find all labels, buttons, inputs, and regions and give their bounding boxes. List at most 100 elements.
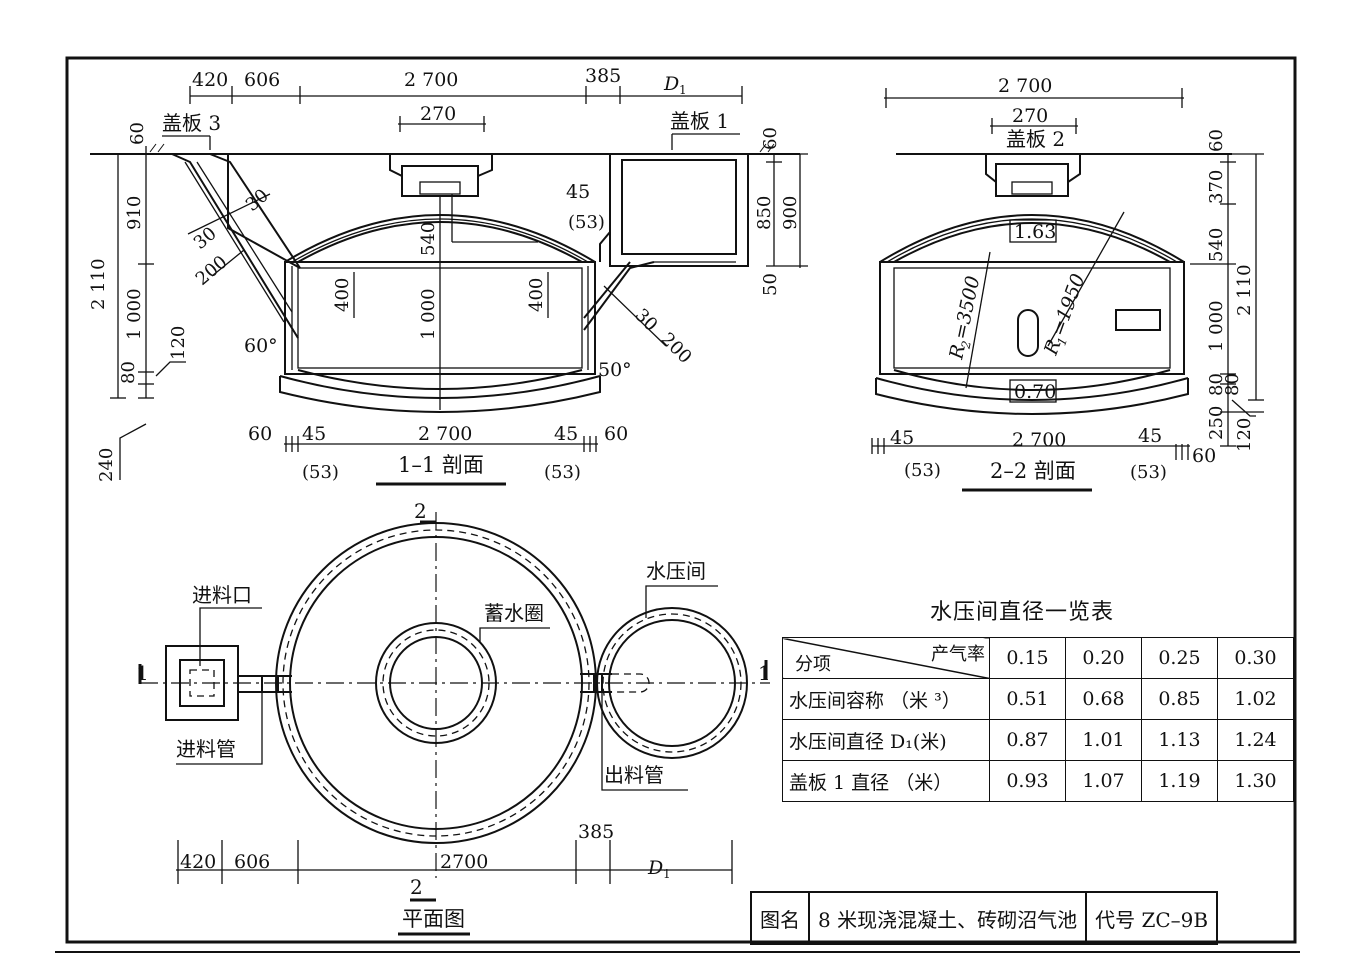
cover-3-label: 盖板 3 (162, 111, 221, 135)
s11-inner-540: 540 (418, 222, 439, 256)
plan-dim-606: 606 (234, 851, 270, 873)
s22-box-070: 0.70 (1014, 381, 1056, 403)
s11-left-80: 80 (118, 361, 139, 384)
s11-left-1000: 1 000 (124, 288, 145, 340)
s22-radius-r2: R 2 =3500 (945, 274, 984, 362)
table-cell: 1.07 (1065, 760, 1142, 802)
col-header: 0.30 (1217, 637, 1294, 679)
row-label: 盖板 1 直径 （米） (782, 760, 990, 802)
s22-r1-val: =1950 (1047, 271, 1090, 339)
s11-bot-45b: 45 (554, 423, 578, 445)
title-code-cell: 代号 ZC–9B (1085, 891, 1219, 945)
s22-bot-45b: 45 (1138, 425, 1162, 447)
table-row: 盖板 1 直径 （米） 0.93 1.07 1.19 1.30 (782, 760, 1294, 802)
s11-inner-45: 45 (566, 181, 590, 203)
table-title: 水压间直径一览表 (930, 600, 1115, 625)
s11-bot-60b: 60 (604, 423, 628, 445)
plan-dim-d: D (647, 857, 663, 879)
plan-dim-d-sub: 1 (663, 867, 671, 881)
table-corner-cell: 产气率 分项 (782, 637, 990, 679)
table-cell: 1.01 (1065, 719, 1142, 761)
s11-bot-60a: 60 (248, 423, 272, 445)
s11-angle-50: 50° (598, 359, 632, 381)
label-outlet-pipe: 出料管 (604, 763, 664, 787)
table-cell: 0.51 (989, 678, 1066, 720)
plan-mark-1-left: 1 (136, 661, 149, 685)
corner-top-label: 产气率 (931, 644, 985, 665)
s22-right-250: 250 (1206, 406, 1227, 440)
s11-dim-2700: 2 700 (404, 69, 458, 91)
title-block: 图名 8 米现浇混凝土、砖砌沼气池 代号 ZC–9B (750, 891, 1219, 945)
s22-right-60: 60 (1206, 129, 1227, 152)
cover-2-label: 盖板 2 (1006, 127, 1065, 151)
s22-right-1000: 1 000 (1206, 300, 1227, 352)
table-cell: 1.24 (1217, 719, 1294, 761)
s11-dim-420: 420 (192, 69, 228, 91)
title-name-label: 图名 (750, 891, 810, 945)
s11-inner-30b: 30 (190, 223, 221, 254)
s22-bot-2700: 2 700 (1012, 429, 1066, 451)
label-water-ring: 蓄水圈 (484, 601, 544, 625)
s11-dim-d: D (663, 73, 679, 95)
plan-mark-1-right: 1 (758, 661, 771, 685)
table-cell: 1.02 (1217, 678, 1294, 720)
s11-inner-400b: 400 (526, 278, 547, 312)
row-label: 水压间容称 （米 ³） (782, 678, 990, 720)
s22-bot-53a: (53) (904, 460, 941, 481)
table-cell: 0.68 (1065, 678, 1142, 720)
label-inlet-port: 进料口 (192, 583, 252, 607)
s22-right-80b: 80 (1222, 373, 1243, 396)
plan-dim-420: 420 (180, 851, 216, 873)
col-header: 0.25 (1141, 637, 1218, 679)
title-code-label: 代号 (1095, 907, 1136, 932)
s22-right-80a: 80 (1206, 373, 1227, 396)
s11-inner-200b: 200 (656, 329, 695, 368)
s11-bot-53a: (53) (302, 462, 339, 483)
s11-right-900: 900 (780, 196, 801, 230)
table-cell: 1.19 (1141, 760, 1218, 802)
s11-bot-2700: 2 700 (418, 423, 472, 445)
s11-inner-200: 200 (192, 252, 232, 290)
s11-inner-30c: 30 (630, 305, 661, 336)
s11-left-60: 60 (127, 122, 148, 145)
s22-bot-53b: (53) (1130, 462, 1167, 483)
label-hydraulic-chamber: 水压间 (646, 559, 706, 583)
s11-inner-1000: 1 000 (418, 288, 439, 340)
s11-left-120: 120 (168, 326, 189, 360)
cover-1-label: 盖板 1 (670, 109, 729, 133)
s22-box-163: 1.63 (1014, 221, 1056, 243)
table-cell: 0.85 (1141, 678, 1218, 720)
s22-r2-r: R (945, 342, 970, 362)
table-cell: 1.30 (1217, 760, 1294, 802)
drawing-frame (65, 56, 1297, 944)
s11-bot-45a: 45 (302, 423, 326, 445)
plan-mark-2-bottom: 2 (410, 875, 423, 899)
plan-view: 2 2 1 1 进料口 蓄水圈 水压间 进料管 出料管 420 606 2700… (136, 499, 771, 936)
s11-bot-53b: (53) (544, 462, 581, 483)
table-cell: 0.93 (989, 760, 1066, 802)
row-label: 水压间直径 D₁(米) (782, 719, 990, 761)
s11-dim-385: 385 (585, 65, 621, 87)
s11-dim-270: 270 (420, 103, 456, 125)
section-1-1: 420 606 2 700 385 D 1 270 盖板 3 盖板 1 (88, 65, 808, 486)
s22-radius-r1: R 1 =1950 (1040, 271, 1090, 359)
table-cell: 0.87 (989, 719, 1066, 761)
table-cell: 1.13 (1141, 719, 1218, 761)
table-header-row: 产气率 分项 0.15 0.20 0.25 0.30 (782, 637, 1294, 679)
plan-dim-2700: 2700 (440, 851, 488, 873)
col-header: 0.20 (1065, 637, 1142, 679)
s11-right-50: 50 (760, 273, 781, 296)
s11-left-2110: 2 110 (88, 258, 109, 310)
corner-bottom-label: 分项 (795, 654, 831, 675)
s11-right-850: 850 (754, 196, 775, 230)
s11-left-240: 240 (96, 448, 117, 482)
s22-right-370: 370 (1206, 170, 1227, 204)
s11-left-910: 910 (124, 196, 145, 230)
s11-right-60: 60 (760, 127, 781, 150)
s11-inner-400a: 400 (332, 278, 353, 312)
s22-r2-sub: 2 (958, 340, 973, 351)
title-code: ZC–9B (1141, 907, 1209, 932)
title-block-row: 图名 8 米现浇混凝土、砖砌沼气池 代号 ZC–9B (750, 891, 1219, 945)
diameter-table: 产气率 分项 0.15 0.20 0.25 0.30 水压间容称 （米 ³） 0… (782, 637, 1294, 802)
